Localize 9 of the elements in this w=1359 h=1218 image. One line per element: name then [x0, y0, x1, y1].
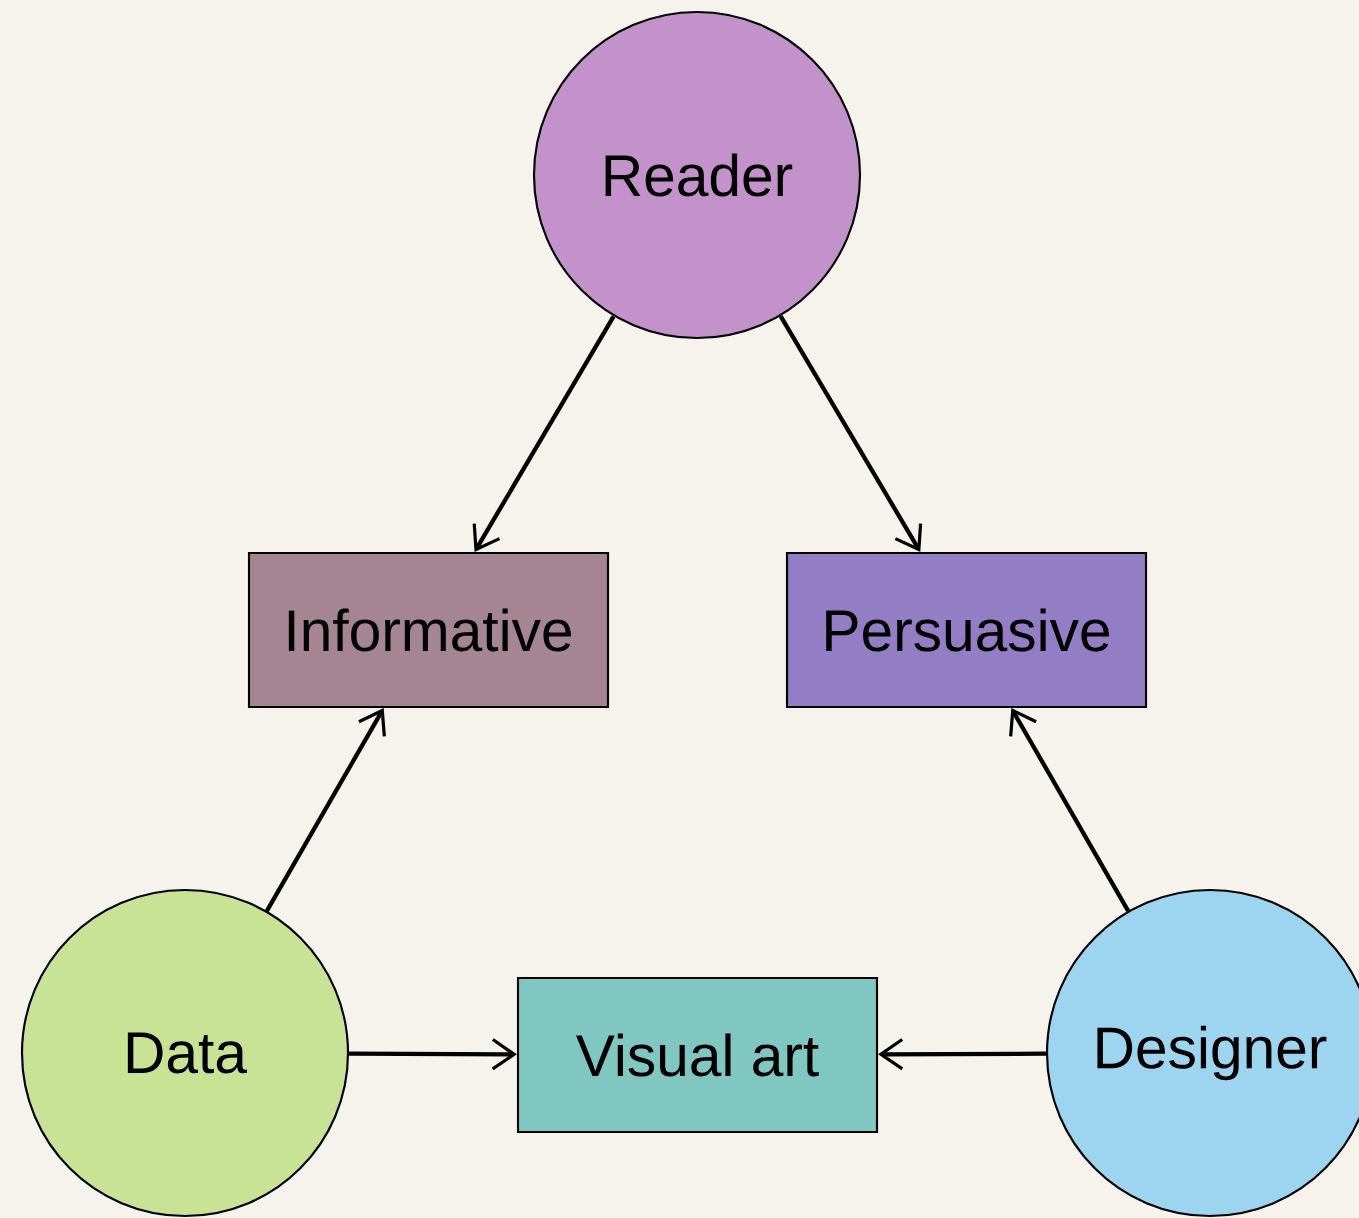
arrow [878, 1038, 1046, 1071]
arrow [472, 315, 616, 552]
arrow [265, 708, 386, 912]
category-box: Persuasive [785, 551, 1148, 709]
arrow [349, 1038, 517, 1071]
arrow [778, 315, 923, 552]
category-box: Informative [247, 551, 610, 709]
arrow [1009, 708, 1130, 912]
category-box: Visual art [516, 976, 879, 1134]
